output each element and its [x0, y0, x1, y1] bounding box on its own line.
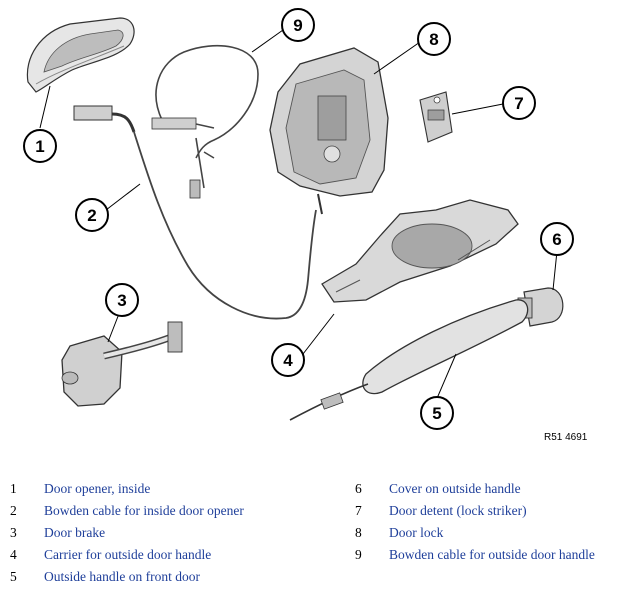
svg-text:2: 2	[87, 206, 96, 225]
exploded-parts-diagram: 1 2 3 4 5 6 7 8 9 R51 4691	[23, 8, 588, 443]
part-door-lock	[269, 47, 389, 215]
legend-label: Door opener, inside	[44, 481, 151, 496]
svg-text:8: 8	[429, 30, 438, 49]
legend-label: Door brake	[44, 525, 106, 540]
svg-text:6: 6	[552, 230, 561, 249]
legend-label: Cover on outside handle	[389, 481, 521, 496]
legend-number: 2	[10, 503, 17, 518]
legend-number: 5	[10, 569, 17, 584]
part-door-detent	[419, 91, 453, 143]
part-cover-outside-handle	[517, 287, 564, 327]
callout-2: 2	[75, 198, 109, 232]
legend-label: Bowden cable for inside door opener	[44, 503, 244, 518]
legend-number: 1	[10, 481, 17, 496]
callout-4: 4	[271, 343, 305, 377]
callout-6: 6	[540, 222, 574, 256]
callout-9: 9	[281, 8, 315, 42]
legend-number: 9	[355, 547, 362, 562]
part-outside-handle	[289, 299, 529, 421]
legend-label: Outside handle on front door	[44, 569, 200, 584]
legend-label: Carrier for outside door handle	[44, 547, 212, 562]
parts-legend: 1 Door opener, inside 2 Bowden cable for…	[0, 478, 628, 590]
figure-reference-code: R51 4691	[544, 432, 588, 443]
svg-text:3: 3	[117, 291, 126, 310]
part-bowden-cable-inside	[73, 105, 317, 320]
part-door-brake	[61, 321, 183, 407]
legend-number: 8	[355, 525, 362, 540]
part-door-opener-inside	[26, 17, 135, 93]
legend-label: Door lock	[389, 525, 444, 540]
svg-text:4: 4	[283, 351, 293, 370]
callout-1: 1	[23, 129, 57, 163]
callout-5: 5	[420, 396, 454, 430]
part-carrier-outside-handle	[321, 199, 519, 303]
part-bowden-cable-outside	[151, 44, 259, 159]
legend-label: Door detent (lock striker)	[389, 503, 527, 518]
legend-number: 6	[355, 481, 362, 496]
legend-number: 7	[355, 503, 362, 518]
legend-number: 4	[10, 547, 17, 562]
svg-text:7: 7	[514, 94, 523, 113]
callout-8: 8	[417, 22, 451, 56]
callout-7: 7	[502, 86, 536, 120]
svg-text:1: 1	[35, 137, 44, 156]
legend-label: Bowden cable for outside door handle	[389, 547, 595, 562]
legend-number: 3	[10, 525, 17, 540]
svg-text:5: 5	[432, 404, 441, 423]
callout-3: 3	[105, 283, 139, 317]
svg-text:9: 9	[293, 16, 302, 35]
